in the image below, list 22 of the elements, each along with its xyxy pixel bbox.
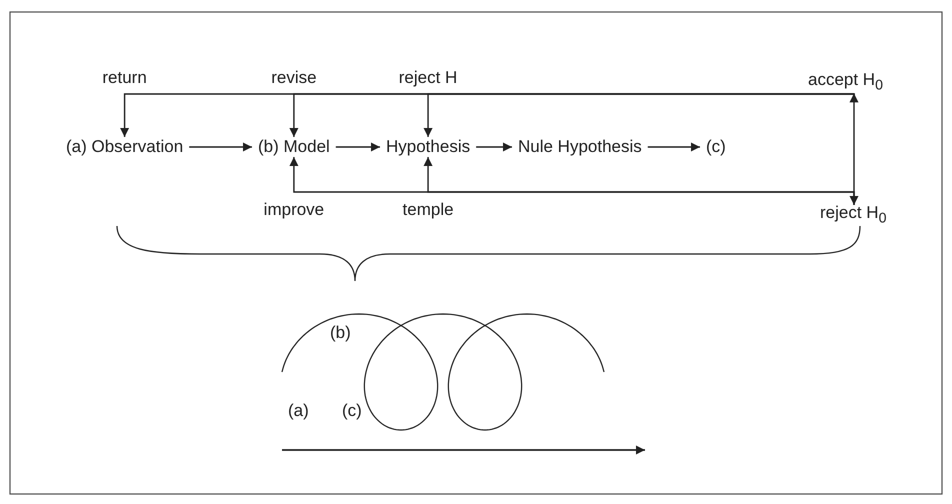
arrow: [476, 142, 512, 152]
edge-label: reject H: [398, 68, 458, 88]
node-text: accept H$_{0}$: [808, 70, 883, 96]
edge-label: revise: [271, 68, 317, 88]
arrow: [850, 93, 858, 205]
feedback-arrow: [424, 92, 855, 137]
arrow: [336, 142, 380, 152]
node-text: reject H$_{0}$: [820, 203, 886, 228]
edge-label: return: [102, 68, 147, 88]
node-text: (c): [706, 137, 726, 157]
edge-label: temple: [402, 200, 454, 220]
arrow: [189, 142, 252, 152]
arrow: [648, 142, 700, 152]
node-text: Hypothesis: [386, 137, 470, 157]
edge-label: improve: [264, 200, 324, 220]
node-text: (b) Model: [258, 137, 330, 157]
feedback-arrow: [424, 157, 855, 205]
spiral-label: (c): [342, 401, 362, 421]
spiral-label: (a): [288, 401, 309, 421]
spiral-label: (b): [330, 323, 351, 343]
node-text: Nule Hypothesis: [518, 137, 642, 157]
node-text: (a) Observation: [66, 137, 184, 157]
